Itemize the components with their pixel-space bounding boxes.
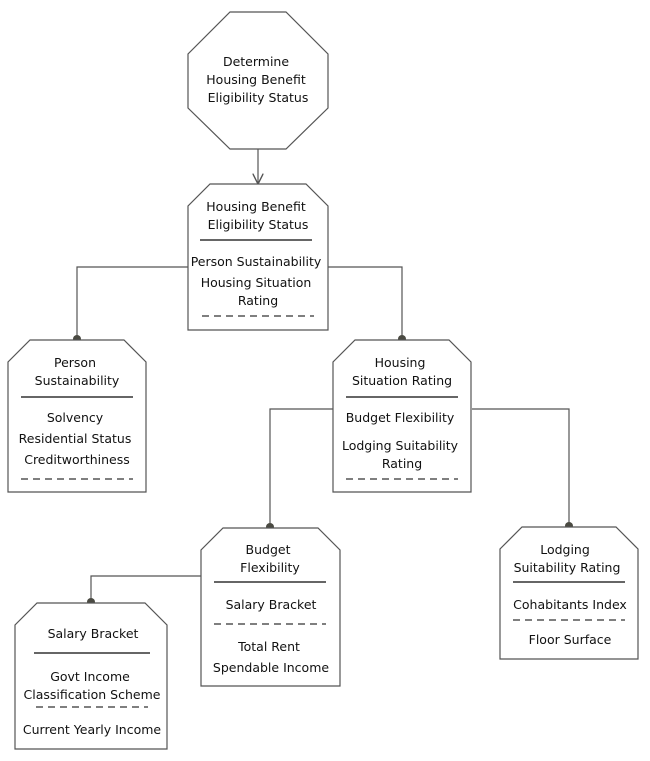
svg-text:Solvency Residential Sta: Solvency Residential Status Creditworthi… bbox=[19, 410, 136, 467]
node-person-sustainability: Person Sustainability Solvency Residenti… bbox=[7, 339, 147, 493]
svg-text:Housing Benefit Eligibil: Housing Benefit Eligibility Status bbox=[206, 199, 309, 232]
edge-status-person bbox=[76, 266, 188, 339]
svg-text:Cohabitants Index: Cohabitants Index bbox=[513, 597, 627, 612]
goal-node: Determine Housing Benefit Eligibility St… bbox=[187, 11, 329, 150]
node-item: Lodging Suitability bbox=[342, 438, 459, 453]
node-title: Housing bbox=[375, 355, 426, 370]
edge-housing-lodging bbox=[472, 408, 570, 526]
svg-text:Budget Flexibility Lodgi: Budget Flexibility Lodging Suitability R… bbox=[342, 410, 462, 471]
goal-line: Housing Benefit bbox=[206, 72, 306, 87]
goal-label: Determine Housing Benefit Eligibility St… bbox=[206, 54, 309, 105]
node-item: Housing Situation bbox=[201, 275, 312, 290]
node-title: Housing Benefit bbox=[206, 199, 306, 214]
node-title: Budget bbox=[246, 542, 291, 557]
node-title: Situation Rating bbox=[352, 373, 452, 388]
node-housing-benefit-eligibility-status: Housing Benefit Eligibility Status Perso… bbox=[187, 183, 329, 331]
svg-text:Person Sustainability: Person Sustainability bbox=[35, 355, 120, 388]
node-title: Sustainability bbox=[35, 373, 120, 388]
node-item: Floor Surface bbox=[529, 632, 612, 647]
node-item: Rating bbox=[238, 293, 278, 308]
svg-text:Floor Surface: Floor Surface bbox=[529, 632, 612, 647]
svg-text:Lodging Suitability Rati: Lodging Suitability Rating bbox=[514, 542, 621, 575]
node-item: Cohabitants Index bbox=[513, 597, 627, 612]
node-title: Lodging bbox=[540, 542, 590, 557]
node-lodging-suitability-rating: Lodging Suitability Rating Cohabitants I… bbox=[499, 526, 639, 660]
edge-status-housing bbox=[328, 266, 403, 339]
node-item: Current Yearly Income bbox=[23, 722, 162, 737]
node-item: Govt Income bbox=[50, 669, 130, 684]
svg-text:Salary Bracket: Salary Bracket bbox=[48, 626, 139, 641]
svg-text:Total Rent Spendable Inc: Total Rent Spendable Income bbox=[213, 639, 329, 675]
svg-text:Housing Situation Rating: Housing Situation Rating bbox=[352, 355, 452, 388]
goal-line: Determine bbox=[223, 54, 289, 69]
node-title: Suitability Rating bbox=[514, 560, 621, 575]
goal-octagon bbox=[187, 11, 329, 150]
edge-housing-budget bbox=[269, 408, 333, 527]
node-housing-situation-rating: Housing Situation Rating Budget Flexibil… bbox=[332, 339, 472, 493]
svg-text:Budget Flexibility: Budget Flexibility bbox=[240, 542, 300, 575]
node-salary-bracket: Salary Bracket Govt Income Classificatio… bbox=[14, 602, 168, 750]
svg-text:Salary Bracket: Salary Bracket bbox=[226, 597, 317, 612]
node-item: Salary Bracket bbox=[226, 597, 317, 612]
node-item: Rating bbox=[382, 456, 422, 471]
node-item: Classification Scheme bbox=[24, 687, 161, 702]
node-title: Eligibility Status bbox=[208, 217, 309, 232]
node-item: Creditworthiness bbox=[24, 452, 130, 467]
node-item: Spendable Income bbox=[213, 660, 329, 675]
node-item: Total Rent bbox=[237, 639, 300, 654]
node-title: Salary Bracket bbox=[48, 626, 139, 641]
node-title: Flexibility bbox=[240, 560, 300, 575]
node-item: Person Sustainability bbox=[191, 254, 322, 269]
svg-text:Current Yearly Income: Current Yearly Income bbox=[23, 722, 162, 737]
node-item: Budget Flexibility bbox=[346, 410, 455, 425]
node-budget-flexibility: Budget Flexibility Salary Bracket Total … bbox=[200, 527, 341, 687]
svg-text:Govt Income Classificati: Govt Income Classification Scheme bbox=[24, 669, 161, 702]
node-title: Person bbox=[54, 355, 96, 370]
svg-text:Person Sustainability Ho: Person Sustainability Housing Situation … bbox=[191, 254, 326, 308]
goal-line: Eligibility Status bbox=[208, 90, 309, 105]
edge-budget-salary bbox=[90, 575, 201, 602]
node-item: Solvency bbox=[47, 410, 104, 425]
node-item: Residential Status bbox=[19, 431, 132, 446]
